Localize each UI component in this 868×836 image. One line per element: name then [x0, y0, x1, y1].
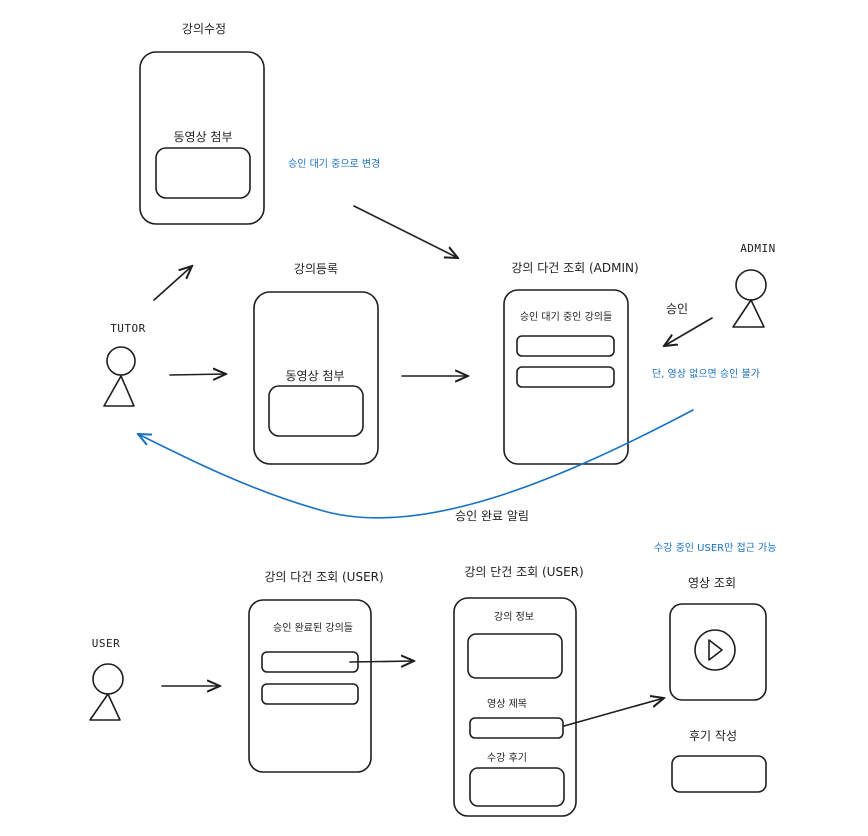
play-icon: [694, 629, 736, 671]
tutor-label: TUTOR: [110, 322, 146, 335]
admin-actor-icon: [732, 269, 767, 328]
video-view-screen: [669, 603, 767, 701]
lecture-info-box: [467, 633, 563, 679]
video-view-title: 영상 조회: [688, 576, 736, 590]
lecture-edit-field-label: 동영상 첨부: [173, 130, 233, 144]
review-label: 수강 후기: [487, 753, 527, 764]
admin-label: ADMIN: [740, 242, 776, 255]
access-condition-note: 수강 중인 USER만 접근 가능: [654, 543, 777, 554]
arrow-video-title-to-view: [563, 698, 664, 727]
lecture-register-title: 강의등록: [293, 262, 339, 276]
approve-label: 승인: [666, 302, 689, 316]
lecture-edit-video-slot: [155, 147, 251, 199]
arrow-approval-notice: [138, 409, 694, 519]
review-box: [469, 767, 565, 807]
lecture-edit-title: 강의수정: [181, 22, 227, 36]
user-list-label: 승인 완료된 강의들: [273, 623, 353, 634]
video-title-box: [469, 717, 564, 739]
arrow-edit-to-admin: [353, 205, 458, 258]
review-write-box: [671, 755, 767, 793]
lecture-info-label: 강의 정보: [494, 612, 534, 623]
approval-notice-label: 승인 완료 알림: [455, 509, 529, 523]
lecture-edit-screen: [139, 51, 265, 225]
lecture-register-screen: [253, 291, 379, 465]
arrow-list-to-detail: [349, 661, 414, 662]
admin-pending-item-2: [516, 366, 615, 388]
admin-list-screen: [503, 289, 629, 465]
admin-list-label: 승인 대기 중인 강의들: [519, 312, 613, 323]
user-list-screen: [248, 599, 372, 773]
video-title-label: 영상 제목: [487, 699, 527, 710]
user-detail-screen: [453, 597, 577, 817]
lecture-register-video-slot: [268, 385, 364, 437]
user-actor-icon: [89, 663, 124, 721]
user-label: USER: [91, 637, 121, 650]
admin-list-title: 강의 다건 조회 (ADMIN): [511, 261, 639, 275]
play-triangle-icon: [708, 639, 723, 661]
lecture-register-field-label: 동영상 첨부: [285, 369, 345, 383]
arrow-tutor-to-edit: [153, 266, 192, 301]
arrow-admin-approve: [664, 317, 713, 346]
user-detail-title: 강의 단건 조회 (USER): [464, 565, 584, 579]
user-approved-item-1: [261, 651, 359, 673]
review-write-title: 후기 작성: [689, 729, 737, 743]
pending-change-note: 승인 대기 중으로 변경: [288, 159, 381, 170]
user-approved-item-2: [261, 683, 359, 705]
tutor-actor-icon: [103, 346, 136, 407]
no-video-condition-note: 단, 영상 없으면 승인 불가: [652, 369, 760, 380]
admin-pending-item-1: [516, 335, 615, 357]
arrow-tutor-to-register: [169, 374, 226, 375]
user-list-title: 강의 다건 조회 (USER): [264, 570, 384, 584]
